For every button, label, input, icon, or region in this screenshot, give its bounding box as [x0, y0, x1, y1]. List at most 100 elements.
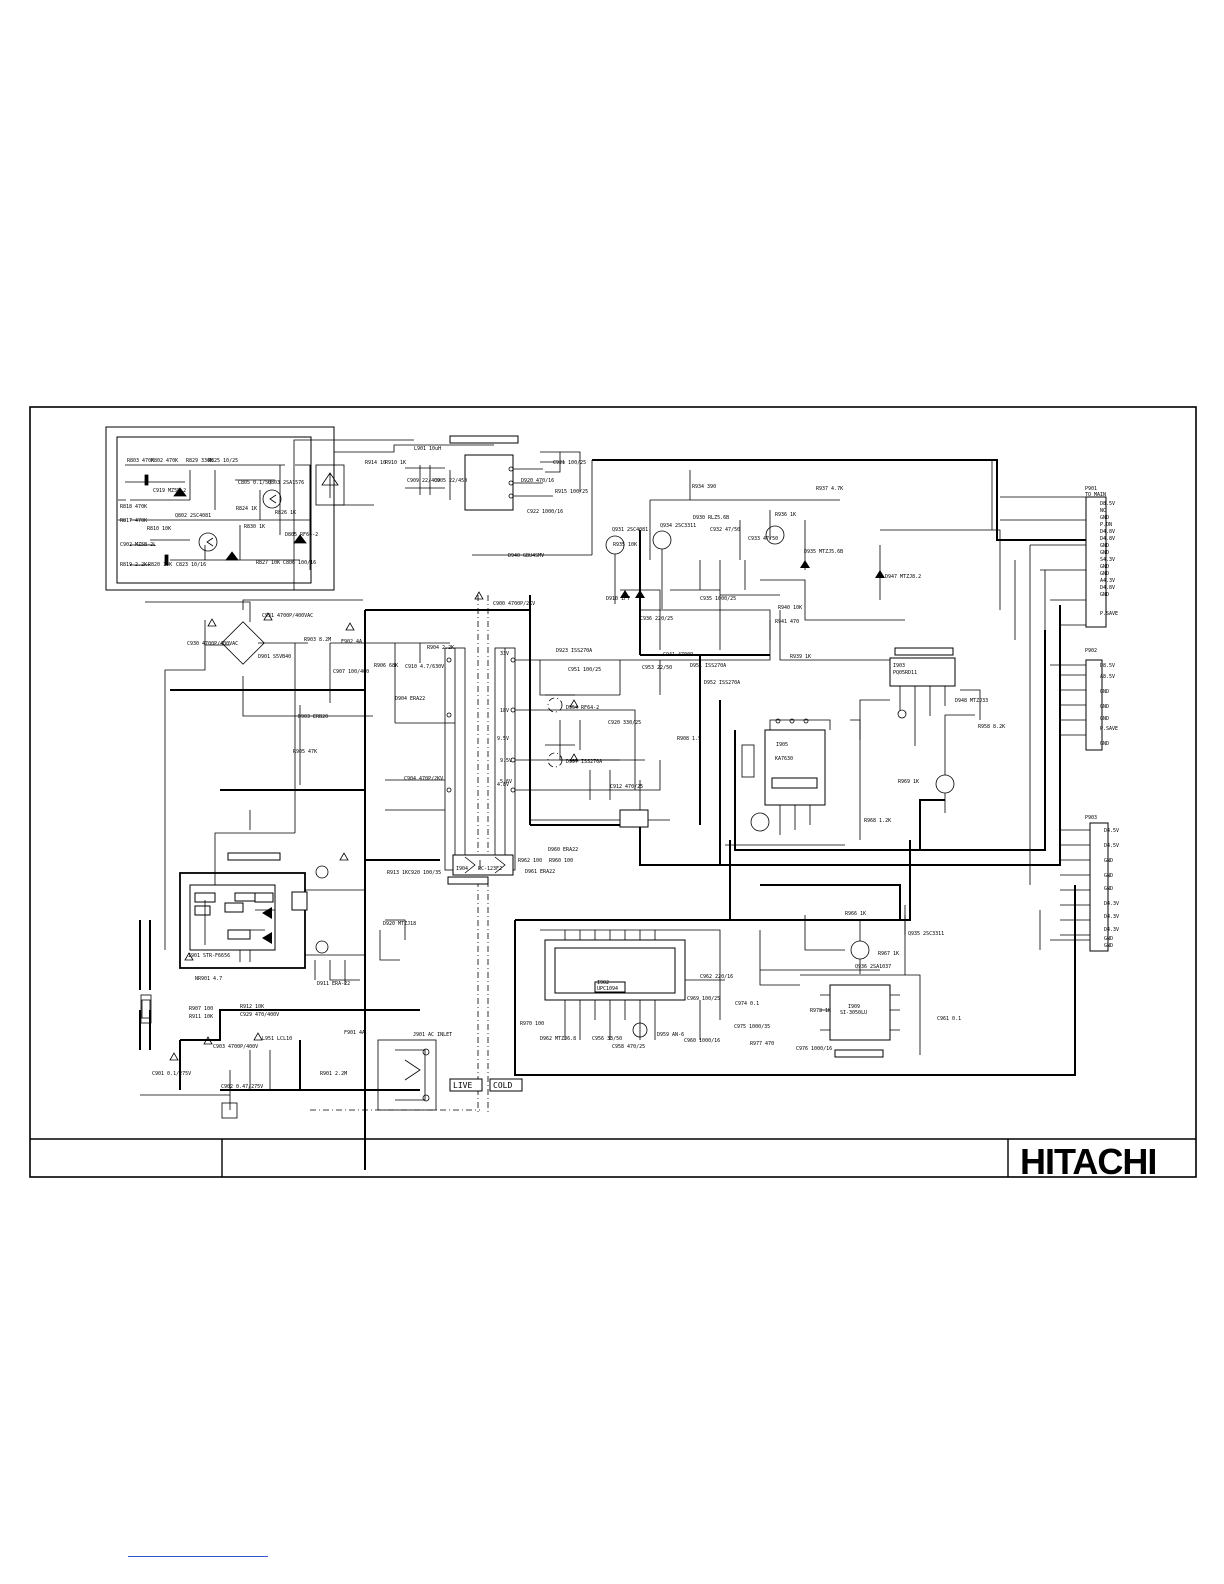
- svg-text:A8.5V: A8.5V: [1100, 674, 1115, 680]
- ic-label-i903-part: PQ05RD11: [893, 670, 917, 676]
- ic-label-i909: I909: [848, 1004, 860, 1010]
- svg-text:C910 4.7/630V: C910 4.7/630V: [405, 664, 444, 670]
- svg-text:C961 0.1: C961 0.1: [937, 1016, 961, 1022]
- svg-text:D947 MTZJ8.2: D947 MTZJ8.2: [885, 574, 921, 580]
- svg-text:C929 470/400V: C929 470/400V: [240, 1012, 279, 1018]
- footer-link-underline[interactable]: [128, 1556, 268, 1557]
- ic-block-right: [725, 630, 1046, 851]
- svg-text:C901 0.1/275V: C901 0.1/275V: [152, 1071, 191, 1077]
- svg-text:C907 100/400: C907 100/400: [333, 669, 369, 675]
- svg-text:D4.3V: D4.3V: [1104, 901, 1119, 907]
- main-transformer: 33V 18V 9.5V 5.6V: [444, 595, 516, 1115]
- svg-text:GND: GND: [1104, 936, 1113, 942]
- svg-text:D954 RF64-2: D954 RF64-2: [566, 705, 599, 711]
- svg-text:R819 2.2K: R819 2.2K: [120, 562, 147, 568]
- svg-text:5.6V: 5.6V: [500, 779, 512, 785]
- svg-text:GND: GND: [1104, 886, 1113, 892]
- svg-text:R830 1K: R830 1K: [244, 524, 265, 530]
- svg-text:C902 0.47/275V: C902 0.47/275V: [221, 1084, 263, 1090]
- svg-text:C920 330/25: C920 330/25: [608, 720, 641, 726]
- svg-text:R803 470K: R803 470K: [127, 458, 154, 464]
- svg-text:R968 1.2K: R968 1.2K: [864, 818, 891, 824]
- svg-text:C903 4700P/400V: C903 4700P/400V: [213, 1044, 258, 1050]
- connector-p901-label: TO MAIN: [1085, 492, 1106, 498]
- cold-tag-box: [489, 1078, 523, 1092]
- svg-text:33V: 33V: [500, 651, 509, 657]
- svg-text:R934 390: R934 390: [692, 484, 716, 490]
- svg-text:C958 470/25: C958 470/25: [612, 1044, 645, 1050]
- ic-label-i905-part: KA7630: [775, 756, 793, 762]
- ic-label-i902: I902: [597, 980, 609, 986]
- svg-text:GND: GND: [1104, 873, 1113, 879]
- svg-text:R810 10K: R810 10K: [147, 526, 171, 532]
- svg-text:D903 ERB20: D903 ERB20: [298, 714, 328, 720]
- cold-tag: COLD: [493, 1081, 512, 1090]
- live-tag-box: [449, 1078, 483, 1092]
- svg-text:D959 AN-6: D959 AN-6: [657, 1032, 684, 1038]
- svg-text:NR901 4.7: NR901 4.7: [195, 976, 222, 982]
- connector-labels: P901 TO MAIN D8.5V NC GND P.ON D4.8V D4.…: [1085, 486, 1119, 949]
- svg-text:R977 470: R977 470: [750, 1041, 774, 1047]
- rail-labels: 9.5V 4.8V: [497, 736, 509, 788]
- svg-text:D948 MTZJ33: D948 MTZJ33: [955, 698, 988, 704]
- svg-text:C969 100/25: C969 100/25: [687, 996, 720, 1002]
- svg-text:S4.3V: S4.3V: [1100, 557, 1115, 563]
- svg-text:GND: GND: [1100, 543, 1109, 549]
- ic-label-i901: I901: [188, 953, 200, 959]
- svg-text:D805 RF64-2: D805 RF64-2: [285, 532, 318, 538]
- svg-text:R827 10K: R827 10K: [256, 560, 280, 566]
- svg-text:R903 8.2M: R903 8.2M: [304, 637, 331, 643]
- svg-text:GND: GND: [1104, 943, 1113, 949]
- svg-text:Q936 2SA1037: Q936 2SA1037: [855, 964, 891, 970]
- connector-p903-ref: P903: [1085, 815, 1097, 821]
- svg-text:C902 MZ5B-2L: C902 MZ5B-2L: [120, 542, 156, 548]
- svg-text:R826 1K: R826 1K: [275, 510, 296, 516]
- ic-label-i904: I904: [456, 866, 468, 872]
- svg-text:P.ON: P.ON: [1100, 522, 1112, 528]
- svg-text:D920 470/16: D920 470/16: [521, 478, 554, 484]
- svg-text:C932 47/50: C932 47/50: [710, 527, 740, 533]
- svg-text:D4.8V: D4.8V: [1100, 536, 1115, 542]
- svg-text:L901 10uH: L901 10uH: [414, 446, 441, 452]
- connector-p901: [1000, 496, 1107, 885]
- svg-text:R958 8.2K: R958 8.2K: [978, 724, 1005, 730]
- svg-text:C931 4700P/400VAC: C931 4700P/400VAC: [262, 613, 313, 619]
- svg-text:Q935 2SC3311: Q935 2SC3311: [908, 931, 944, 937]
- svg-text:R901 2.2M: R901 2.2M: [320, 1071, 347, 1077]
- component-labels: R803 470K R802 470K R829 330K R825 10/25…: [120, 446, 1005, 1090]
- svg-text:C904 470P/2KV: C904 470P/2KV: [404, 776, 443, 782]
- svg-text:D957 ISS270A: D957 ISS270A: [566, 759, 602, 765]
- svg-text:D962 MTZJ6.8: D962 MTZJ6.8: [540, 1036, 576, 1042]
- svg-text:P.SAVE: P.SAVE: [1100, 726, 1118, 732]
- ic-labels: I901 STR-F6656 I903 PQ05RD11 I904 PC-123…: [188, 663, 917, 1016]
- svg-text:GND: GND: [1100, 716, 1109, 722]
- svg-text:D952 ISS270A: D952 ISS270A: [704, 680, 740, 686]
- svg-text:C976 1000/16: C976 1000/16: [796, 1046, 832, 1052]
- svg-text:C930 4700P/400VAC: C930 4700P/400VAC: [187, 641, 238, 647]
- svg-text:L951 LCL10: L951 LCL10: [262, 1036, 292, 1042]
- svg-text:C935 1000/25: C935 1000/25: [700, 596, 736, 602]
- svg-text:C975 1000/35: C975 1000/35: [734, 1024, 770, 1030]
- svg-text:D4.5V: D4.5V: [1104, 828, 1119, 834]
- standby-circuit-block: [105, 426, 335, 591]
- svg-text:9.5V: 9.5V: [497, 736, 509, 742]
- svg-text:D901 S5VB40: D901 S5VB40: [258, 654, 291, 660]
- svg-text:A4.3V: A4.3V: [1100, 578, 1115, 584]
- svg-text:R818 470K: R818 470K: [120, 504, 147, 510]
- connector-p902: [1050, 659, 1103, 751]
- ic-label-i904-part: PC-123F2: [478, 866, 502, 872]
- svg-text:NC: NC: [1100, 508, 1106, 514]
- live-tag: LIVE: [453, 1081, 472, 1090]
- svg-text:18V: 18V: [500, 708, 509, 714]
- svg-text:C962 220/16: C962 220/16: [700, 974, 733, 980]
- svg-text:C823 10/16: C823 10/16: [176, 562, 206, 568]
- svg-text:D910 1F7: D910 1F7: [606, 596, 630, 602]
- svg-text:R912 10K: R912 10K: [240, 1004, 264, 1010]
- svg-text:C953 22/50: C953 22/50: [642, 665, 672, 671]
- svg-text:R969 1K: R969 1K: [898, 779, 919, 785]
- svg-text:R939 1K: R939 1K: [790, 654, 811, 660]
- svg-text:R970 100: R970 100: [520, 1021, 544, 1027]
- svg-text:D4.3V: D4.3V: [1104, 927, 1119, 933]
- svg-text:GND: GND: [1100, 741, 1109, 747]
- svg-text:D4.5V: D4.5V: [1104, 843, 1119, 849]
